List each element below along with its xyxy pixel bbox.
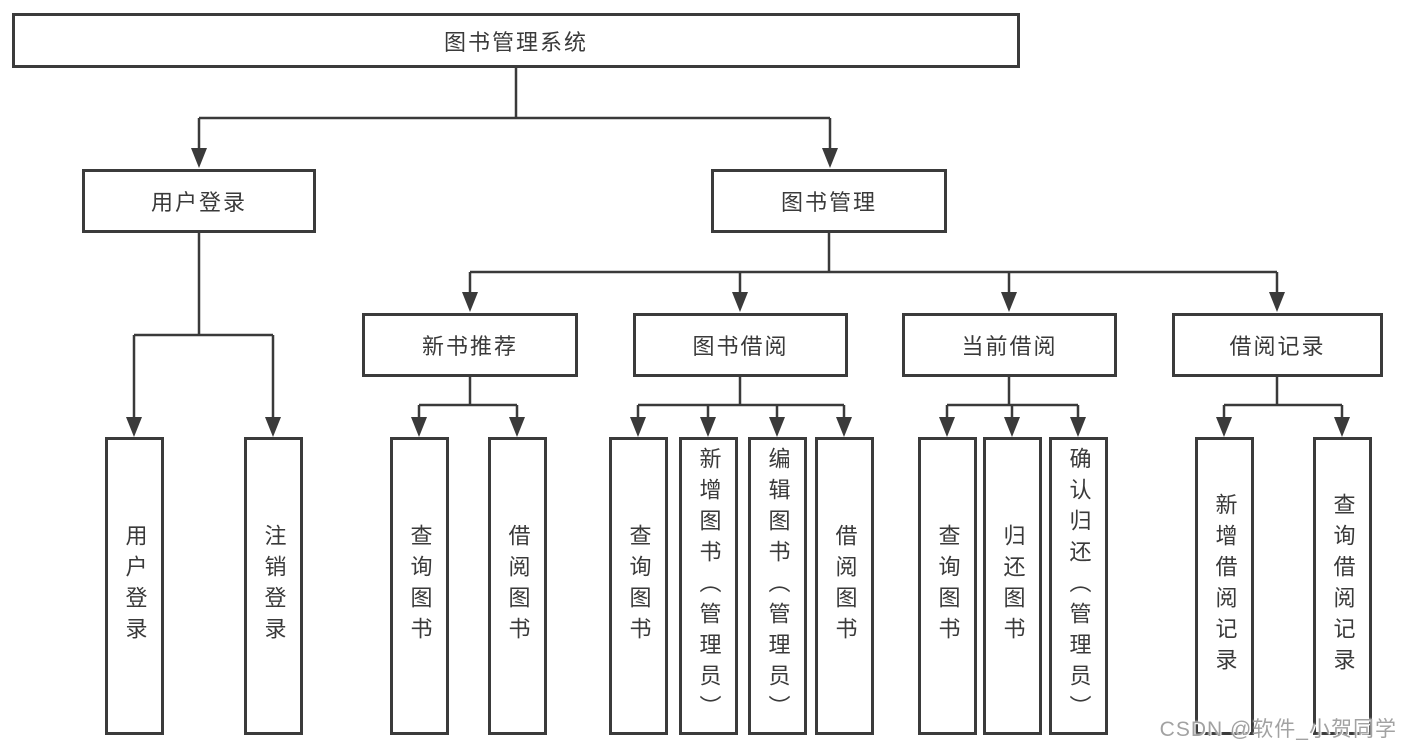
- leaf-logout-label: 注销登录: [261, 524, 287, 648]
- leaf-query-books-2: 查询图书: [609, 437, 668, 735]
- leaf-query-borrow-record: 查询借阅记录: [1313, 437, 1372, 735]
- leaf-user-login-label: 用户登录: [122, 524, 148, 648]
- node-new-book-recommend: 新书推荐: [362, 313, 578, 377]
- leaf-add-book-admin-label: 新增图书（管理员）: [696, 446, 722, 726]
- leaf-add-borrow-record: 新增借阅记录: [1195, 437, 1254, 735]
- node-borrowing-records-label: 借阅记录: [1229, 334, 1326, 359]
- leaf-user-login: 用户登录: [105, 437, 164, 735]
- leaf-borrow-books-1-label: 借阅图书: [505, 524, 531, 648]
- leaf-query-books-3: 查询图书: [918, 437, 977, 735]
- leaf-return-books: 归还图书: [983, 437, 1042, 735]
- leaf-return-books-label: 归还图书: [1000, 524, 1026, 648]
- leaf-borrow-books-2-label: 借阅图书: [832, 524, 858, 648]
- leaf-query-borrow-record-label: 查询借阅记录: [1330, 493, 1356, 679]
- leaf-add-book-admin: 新增图书（管理员）: [679, 437, 738, 735]
- node-book-management: 图书管理: [711, 169, 947, 233]
- node-user-login-label: 用户登录: [150, 190, 247, 215]
- leaf-logout: 注销登录: [244, 437, 303, 735]
- node-root: 图书管理系统: [12, 13, 1020, 68]
- node-user-login: 用户登录: [82, 169, 316, 233]
- node-book-management-label: 图书管理: [780, 190, 877, 215]
- leaf-add-borrow-record-label: 新增借阅记录: [1212, 493, 1238, 679]
- leaf-confirm-return-admin: 确认归还（管理员）: [1049, 437, 1108, 735]
- node-borrowing-records: 借阅记录: [1172, 313, 1383, 377]
- leaf-borrow-books-1: 借阅图书: [488, 437, 547, 735]
- leaf-borrow-books-2: 借阅图书: [815, 437, 874, 735]
- node-new-book-recommend-label: 新书推荐: [421, 334, 518, 359]
- node-current-borrowing-label: 当前借阅: [961, 334, 1058, 359]
- leaf-query-books-2-label: 查询图书: [626, 524, 652, 648]
- leaf-edit-book-admin-label: 编辑图书（管理员）: [765, 446, 791, 726]
- node-current-borrowing: 当前借阅: [902, 313, 1117, 377]
- leaf-query-books-1: 查询图书: [390, 437, 449, 735]
- csdn-watermark: CSDN @软件_小贺同学: [1159, 718, 1397, 741]
- node-root-label: 图书管理系统: [443, 29, 588, 55]
- leaf-query-books-1-label: 查询图书: [407, 524, 433, 648]
- leaf-edit-book-admin: 编辑图书（管理员）: [748, 437, 807, 735]
- leaf-query-books-3-label: 查询图书: [935, 524, 961, 648]
- node-book-borrowing-label: 图书借阅: [692, 334, 789, 359]
- node-book-borrowing: 图书借阅: [633, 313, 848, 377]
- leaf-confirm-return-admin-label: 确认归还（管理员）: [1066, 446, 1092, 726]
